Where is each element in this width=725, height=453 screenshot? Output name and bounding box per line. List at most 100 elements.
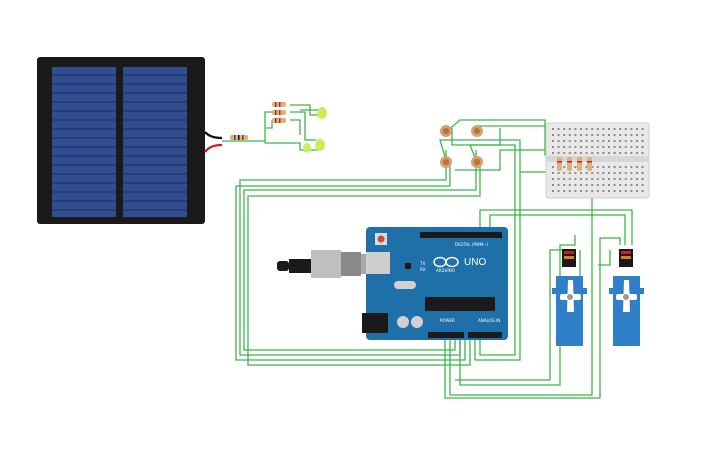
- breadboard-hole: [624, 190, 627, 192]
- breadboard-hole: [585, 128, 588, 130]
- breadboard-hole: [574, 166, 577, 168]
- breadboard-hole: [602, 172, 605, 174]
- breadboard-hole: [557, 134, 560, 136]
- breadboard-hole: [630, 178, 633, 180]
- breadboard-hole: [563, 152, 566, 154]
- breadboard-hole: [552, 184, 554, 186]
- breadboard-hole: [613, 134, 616, 136]
- breadboard-hole: [608, 140, 610, 142]
- led-group[interactable]: [303, 107, 327, 153]
- breadboard-hole: [602, 190, 605, 192]
- breadboard-hole: [580, 128, 582, 130]
- breadboard-hole: [602, 184, 605, 186]
- breadboard-hole: [568, 190, 571, 192]
- breadboard-hole: [574, 140, 577, 142]
- breadboard-hole: [624, 184, 627, 186]
- breadboard-hole: [580, 134, 582, 136]
- breadboard-hole: [591, 152, 594, 154]
- breadboard-hole: [613, 166, 616, 168]
- breadboard-hole: [585, 166, 588, 168]
- power-header[interactable]: [428, 332, 464, 338]
- breadboard-hole: [580, 190, 582, 192]
- breadboard-hole: [574, 128, 577, 130]
- breadboard-hole: [636, 134, 638, 136]
- breadboard-hole: [630, 152, 633, 154]
- breadboard-hole: [585, 134, 588, 136]
- breadboard-hole: [596, 140, 599, 142]
- breadboard[interactable]: [545, 122, 650, 199]
- analog-header[interactable]: [468, 332, 502, 338]
- breadboard-hole: [557, 178, 560, 180]
- capacitor-1: [397, 316, 409, 328]
- photoresistor-4[interactable]: [471, 156, 483, 168]
- breadboard-hole: [613, 178, 616, 180]
- breadboard-hole: [563, 128, 566, 130]
- led-1[interactable]: [317, 107, 327, 119]
- breadboard-hole: [602, 140, 605, 142]
- breadboard-hole: [580, 172, 582, 174]
- breadboard-hole: [619, 178, 622, 180]
- breadboard-hole: [602, 152, 605, 154]
- breadboard-resistors[interactable]: [557, 157, 592, 171]
- breadboard-hole: [585, 152, 588, 154]
- breadboard-hole: [641, 152, 644, 154]
- breadboard-hole: [585, 146, 588, 148]
- rx-label: RX: [420, 267, 426, 272]
- solar-panel[interactable]: [37, 57, 265, 224]
- breadboard-hole: [636, 172, 638, 174]
- breadboard-hole: [568, 134, 571, 136]
- breadboard-hole: [568, 140, 571, 142]
- breadboard-hole: [585, 184, 588, 186]
- breadboard-hole: [602, 146, 605, 148]
- power-jack[interactable]: [362, 313, 388, 333]
- breadboard-hole: [608, 166, 610, 168]
- breadboard-hole: [585, 172, 588, 174]
- breadboard-hole: [552, 140, 554, 142]
- resistor-solar[interactable]: [230, 135, 248, 140]
- led-3[interactable]: [303, 143, 311, 153]
- breadboard-hole: [585, 178, 588, 180]
- photoresistor-2[interactable]: [471, 125, 483, 137]
- breadboard-hole: [613, 128, 616, 130]
- breadboard-hole: [608, 184, 610, 186]
- breadboard-holes: [552, 128, 644, 192]
- photoresistor-1[interactable]: [440, 125, 452, 137]
- breadboard-hole: [619, 190, 622, 192]
- breadboard-hole: [568, 172, 571, 174]
- breadboard-hole: [624, 166, 627, 168]
- breadboard-hole: [552, 172, 554, 174]
- capacitor-2: [411, 316, 423, 328]
- resistor-cluster[interactable]: [272, 102, 286, 123]
- breadboard-hole: [636, 128, 638, 130]
- arduino-uno[interactable]: DIGITAL (PWM~) UNO ARDUINO TX RX POWER A…: [362, 227, 508, 340]
- breadboard-hole: [557, 146, 560, 148]
- breadboard-hole: [630, 166, 633, 168]
- breadboard-hole: [596, 146, 599, 148]
- breadboard-hole: [602, 178, 605, 180]
- breadboard-hole: [630, 190, 633, 192]
- breadboard-hole: [574, 190, 577, 192]
- breadboard-hole: [619, 152, 622, 154]
- breadboard-hole: [591, 146, 594, 148]
- breadboard-hole: [557, 172, 560, 174]
- breadboard-hole: [602, 128, 605, 130]
- breadboard-hole: [552, 190, 554, 192]
- breadboard-hole: [619, 146, 622, 148]
- servo-2[interactable]: [609, 249, 644, 346]
- breadboard-hole: [608, 172, 610, 174]
- led-2[interactable]: [315, 139, 325, 151]
- usb-port[interactable]: [366, 252, 390, 274]
- breadboard-hole: [602, 166, 605, 168]
- breadboard-hole: [608, 128, 610, 130]
- breadboard-hole: [636, 190, 638, 192]
- digital-header[interactable]: [420, 232, 502, 238]
- breadboard-hole: [619, 140, 622, 142]
- breadboard-hole: [630, 146, 633, 148]
- breadboard-hole: [563, 166, 566, 168]
- breadboard-hole: [619, 172, 622, 174]
- photoresistor-3[interactable]: [440, 156, 452, 168]
- breadboard-hole: [568, 146, 571, 148]
- servo-1[interactable]: [552, 249, 587, 346]
- breadboard-hole: [608, 178, 610, 180]
- breadboard-hole: [636, 184, 638, 186]
